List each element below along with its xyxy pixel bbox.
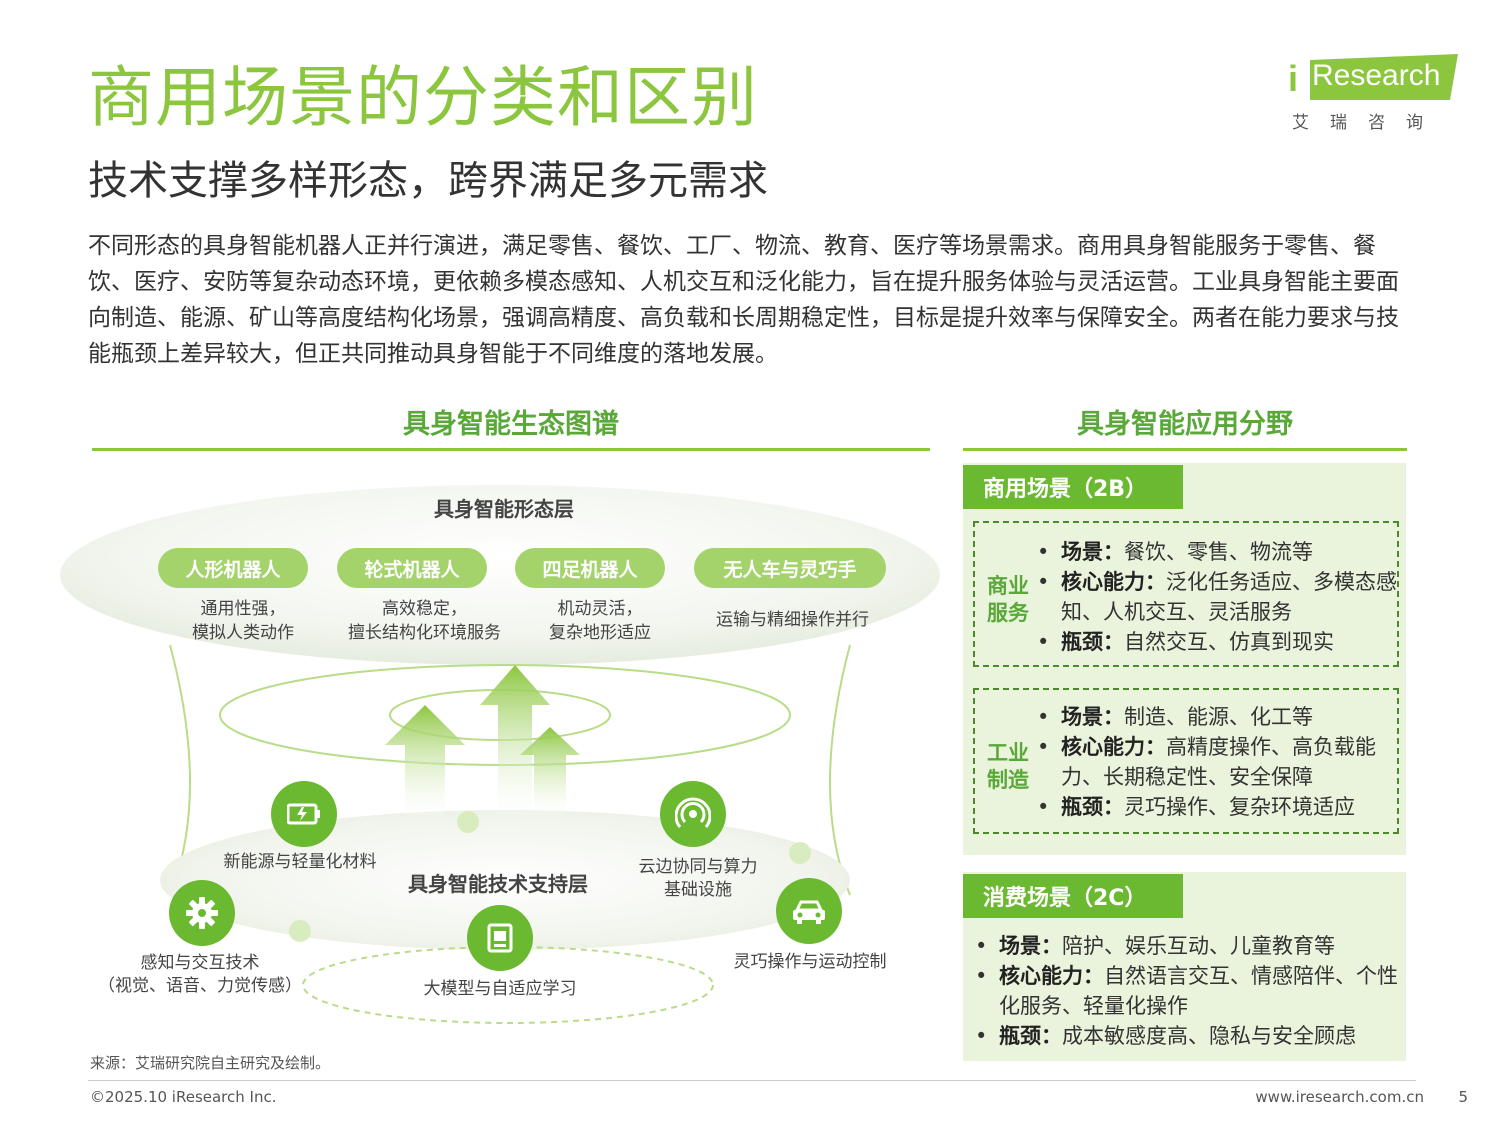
ecosystem-diagram bbox=[60, 485, 940, 1024]
vehicle-icon bbox=[793, 900, 825, 924]
desc-humanoid: 通用性强，模拟人类动作 bbox=[192, 599, 294, 643]
b2c-tab: 消费场景（2C） bbox=[963, 874, 1183, 918]
pill-quadruped: 四足机器人 bbox=[515, 548, 665, 588]
page-number: 5 bbox=[1458, 1088, 1468, 1106]
vehicle-bubble bbox=[776, 878, 842, 944]
footer-divider bbox=[88, 1080, 1416, 1081]
industrial-bullets: 场景：制造、能源、化工等 核心能力：高精度操作、高负载能力、长期稳定性、安全保障… bbox=[1035, 702, 1397, 822]
website-link[interactable]: www.iresearch.com.cn bbox=[1255, 1088, 1424, 1106]
label-perception: 感知与交互技术（视觉、语音、力觉传感） bbox=[98, 953, 302, 996]
bullet-item: 场景：餐饮、零售、物流等 bbox=[1035, 537, 1397, 567]
pill-unmanned: 无人车与灵巧手 bbox=[694, 548, 886, 588]
bullet-item: 核心能力：高精度操作、高负载能力、长期稳定性、安全保障 bbox=[1035, 732, 1397, 792]
bullet-item: 瓶颈：成本敏感度高、隐私与安全顾虑 bbox=[973, 1021, 1398, 1051]
label-dexterous-control: 灵巧操作与运动控制 bbox=[733, 952, 887, 972]
desc-unmanned: 运输与精细操作并行 bbox=[716, 610, 869, 630]
source-note: 来源：艾瑞研究院自主研究及绘制。 bbox=[90, 1054, 331, 1072]
signal-icon bbox=[675, 797, 711, 828]
bullet-item: 核心能力：自然语言交互、情感陪伴、个性化服务、轻量化操作 bbox=[973, 961, 1398, 1021]
bullet-item: 场景：陪护、娱乐互动、儿童教育等 bbox=[973, 931, 1398, 961]
right-heading: 具身智能应用分野 bbox=[1077, 409, 1293, 440]
left-heading-line bbox=[92, 448, 930, 451]
commercial-bullets: 场景：餐饮、零售、物流等 核心能力：泛化任务适应、多模态感知、人机交互、灵活服务… bbox=[1035, 537, 1397, 657]
consumer-bullets: 场景：陪护、娱乐互动、儿童教育等 核心能力：自然语言交互、情感陪伴、个性化服务、… bbox=[973, 931, 1398, 1051]
page-subtitle: 技术支撑多样形态，跨界满足多元需求 bbox=[88, 158, 768, 204]
pill-wheeled: 轮式机器人 bbox=[337, 548, 487, 588]
logo-mark: i bbox=[1288, 58, 1299, 99]
category-commercial: 商业服务 bbox=[987, 574, 1029, 625]
gear-icon bbox=[186, 897, 218, 929]
label-large-model: 大模型与自适应学习 bbox=[423, 979, 577, 999]
bullet-item: 场景：制造、能源、化工等 bbox=[1035, 702, 1397, 732]
intro-paragraph: 不同形态的具身智能机器人正并行演进，满足零售、餐饮、工厂、物流、教育、医疗等场景… bbox=[88, 233, 1399, 367]
page-title: 商用场景的分类和区别 bbox=[88, 59, 758, 136]
battery-icon bbox=[287, 803, 320, 825]
chip-icon bbox=[487, 923, 513, 953]
bullet-item: 瓶颈：自然交互、仿真到现实 bbox=[1035, 627, 1397, 657]
signal-bubble bbox=[660, 781, 726, 847]
b2b-tab: 商用场景（2B） bbox=[963, 465, 1183, 509]
copyright: ©2025.10 iResearch Inc. bbox=[90, 1088, 277, 1106]
desc-quadruped: 机动灵活，复杂地形适应 bbox=[549, 599, 651, 643]
bullet-item: 瓶颈：灵巧操作、复杂环境适应 bbox=[1035, 792, 1397, 822]
label-materials: 新能源与轻量化材料 bbox=[223, 852, 377, 872]
right-heading-line bbox=[963, 448, 1407, 451]
pill-humanoid: 人形机器人 bbox=[158, 548, 308, 588]
logo-cn: 艾瑞咨询 bbox=[1292, 113, 1444, 133]
bullet-item: 核心能力：泛化任务适应、多模态感知、人机交互、灵活服务 bbox=[1035, 567, 1397, 627]
form-layer-title: 具身智能形态层 bbox=[434, 497, 574, 521]
label-cloud-edge: 云边协同与算力基础设施 bbox=[638, 857, 758, 900]
battery-bubble bbox=[271, 781, 337, 847]
tech-layer-title: 具身智能技术支持层 bbox=[408, 872, 588, 896]
gear-bubble bbox=[169, 880, 235, 946]
desc-wheeled: 高效稳定，擅长结构化环境服务 bbox=[348, 599, 501, 643]
category-industrial: 工业制造 bbox=[987, 741, 1029, 792]
logo-text: Research bbox=[1312, 59, 1441, 92]
logo-banner bbox=[1310, 54, 1458, 100]
chip-bubble bbox=[467, 905, 533, 971]
iresearch-logo: i Research 艾瑞咨询 bbox=[1288, 50, 1458, 133]
left-heading: 具身智能生态图谱 bbox=[403, 409, 619, 440]
